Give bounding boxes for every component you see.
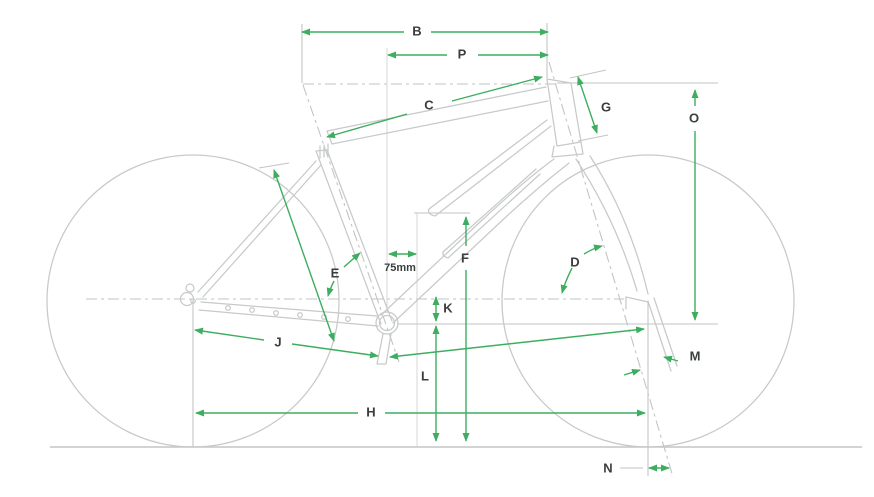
- dim-label-j: J: [274, 335, 281, 350]
- dim-label-o: O: [689, 111, 699, 126]
- dim-c: C: [326, 75, 543, 139]
- dim-h: H: [195, 405, 646, 420]
- handlebar-grip-near: [428, 119, 552, 217]
- dim-g: G: [577, 76, 611, 134]
- crank-stub: [376, 333, 392, 365]
- dim-seat-tube-length: [273, 169, 335, 342]
- dim-label-f: F: [461, 251, 469, 266]
- chain-link: [249, 307, 255, 313]
- dim-label-n: N: [603, 461, 612, 476]
- seat-tube-dim-tick: [258, 162, 290, 169]
- dim-label-b: B: [412, 24, 421, 39]
- dim-front-center-line: [389, 326, 645, 360]
- seat-tube: [315, 149, 393, 325]
- top-tube: [326, 86, 549, 145]
- dim-j-line-right: [291, 343, 379, 359]
- chain-link: [273, 310, 279, 316]
- g-extension-top: [569, 69, 607, 79]
- dimensions: B P C G O F K: [194, 24, 701, 476]
- dim-front-center: [389, 326, 645, 360]
- dim-l: L: [421, 325, 440, 442]
- dim-m-arrow-right: [663, 355, 679, 363]
- dim-m-arrow-left: [623, 369, 641, 376]
- dim-m: M: [623, 349, 701, 376]
- dim-label-e: E: [331, 266, 340, 281]
- dim-seat-tube-length-line: [273, 169, 335, 342]
- dim-label-seat-offset: 75mm: [384, 262, 416, 274]
- dim-c-line-left: [326, 113, 408, 139]
- rear-dropout: [179, 283, 196, 307]
- chain-link: [225, 305, 231, 311]
- rear-axle: [190, 298, 196, 304]
- dim-j-line-left: [194, 327, 265, 341]
- chain-link: [297, 312, 303, 318]
- bike-frame: [46, 78, 795, 448]
- seat-tube-axis-dashdot: [302, 84, 400, 363]
- dim-label-h: H: [366, 405, 375, 420]
- dim-p: P: [387, 47, 549, 62]
- fork-blade-front: [575, 155, 649, 295]
- dim-label-l: L: [421, 369, 429, 384]
- seat-clamp-hatches: [319, 143, 329, 159]
- dim-o: O: [689, 89, 699, 321]
- dim-k: K: [432, 296, 453, 322]
- dim-f: F: [461, 216, 470, 442]
- dim-n: N: [603, 461, 670, 476]
- dim-d-arrow-upper: [583, 244, 603, 255]
- dim-label-m: M: [690, 349, 701, 364]
- bottom-bracket-bore: [378, 314, 396, 332]
- fork-crown: [551, 141, 584, 158]
- dim-d: D: [560, 244, 603, 294]
- dropout-pivot: [185, 283, 195, 293]
- front-wheel: [501, 154, 795, 448]
- chainstay: [198, 301, 379, 327]
- dim-label-g: G: [601, 100, 611, 115]
- dim-b: B: [301, 24, 549, 39]
- seatstay: [197, 160, 322, 298]
- rear-wheel: [46, 154, 340, 448]
- fork-dropout: [625, 296, 678, 372]
- dim-label-k: K: [443, 301, 453, 316]
- dim-d-arrow-lower: [560, 267, 573, 294]
- steering-axis-dashdot: [548, 61, 674, 478]
- head-tube: [546, 78, 582, 147]
- dim-label-d: D: [570, 255, 579, 270]
- bottom-bracket-shell: [375, 311, 399, 335]
- dim-seat-offset: 75mm: [384, 250, 417, 274]
- dim-label-p: P: [458, 47, 467, 62]
- g-extension-bottom: [577, 134, 609, 142]
- dim-label-c: C: [424, 98, 434, 113]
- dim-g-line: [577, 76, 598, 134]
- dim-e-arrow-lower: [326, 280, 335, 297]
- handlebar-grip-far: [442, 168, 541, 259]
- chain-link: [345, 316, 351, 322]
- dim-e-arrow-upper: [343, 252, 361, 268]
- dim-c-line-right: [451, 75, 543, 102]
- down-tube: [380, 158, 570, 324]
- dim-j: J: [194, 327, 379, 359]
